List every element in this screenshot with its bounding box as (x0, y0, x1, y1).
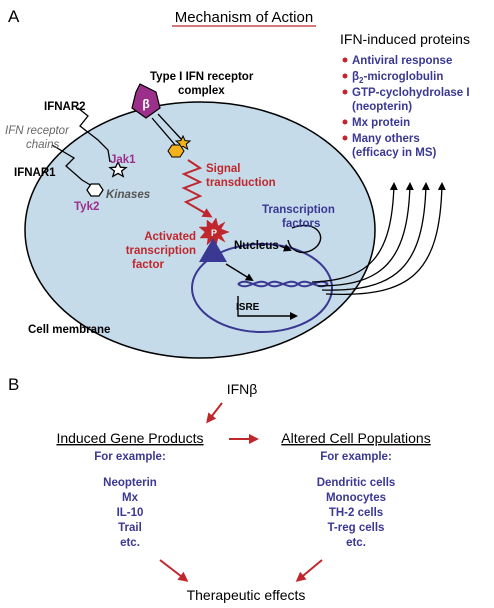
nucleus-label: Nucleus (234, 240, 279, 252)
transcription-factors-arrow (279, 244, 292, 252)
ifnar1-chain (51, 144, 93, 187)
activated-label-line1: Activated (144, 231, 196, 243)
phosphate-glyph: P (211, 228, 217, 238)
receptor-chains-line2: chains (26, 139, 59, 151)
cell-population-item: TH-2 cells (329, 507, 383, 519)
protein-list: Antiviral response β2-microglobulin GTP-… (342, 55, 470, 159)
ifnar2-chain (77, 107, 111, 163)
left-heading: Induced Gene Products (56, 430, 203, 446)
signal-label-line2: transduction (206, 177, 276, 189)
gene-product-item: Mx (122, 492, 139, 504)
protein-item: Antiviral response (352, 55, 452, 67)
transcription-factor-triangle (199, 238, 227, 262)
cell-population-item: Monocytes (326, 492, 386, 504)
protein-bullet (342, 89, 348, 95)
signal-transduction-arrow (181, 159, 213, 218)
proteins-title: IFN-induced proteins (340, 31, 470, 47)
left-to-bottom-arrow (159, 559, 189, 582)
tyk2-hexagon-icon (86, 183, 104, 197)
protein-item-line2: (efficacy in MS) (352, 147, 437, 159)
protein-item-line2: (neopterin) (352, 101, 412, 113)
isre-label: ISRE (236, 302, 260, 313)
panel-b-label: B (8, 375, 19, 394)
mechanism-title: Mechanism of Action (175, 9, 313, 26)
transcription-factors-line2: factors (282, 218, 320, 230)
right-to-bottom-arrow (295, 559, 323, 582)
transcription-factors-line1: Transcription (262, 204, 335, 216)
protein-item: GTP-cyclohydrolase I (352, 87, 470, 99)
top-to-left-arrow (206, 402, 223, 424)
protein-arrow-4 (325, 182, 446, 296)
gene-product-item: IL-10 (117, 507, 144, 519)
ifn-beta-ligand-icon (131, 83, 161, 119)
protein-item: β2-microglobulin (352, 71, 443, 85)
gene-product-item: etc. (120, 537, 140, 549)
tf-to-nucleus-arrow (225, 263, 254, 282)
protein-arrow-1 (311, 182, 398, 283)
right-items-list: Dendritic cells Monocytes TH-2 cells T-r… (317, 477, 396, 549)
activated-label-line2: transcription (126, 245, 196, 257)
dna-strand-2 (237, 280, 329, 288)
cell-body (24, 101, 376, 359)
receptor-kinase-hexagon-icon (167, 144, 185, 158)
gene-product-item: Trail (118, 522, 142, 534)
signal-label-line1: Signal (206, 163, 241, 175)
left-example-label: For example: (94, 451, 166, 463)
tyk2-label: Tyk2 (74, 201, 99, 213)
protein-bullet (342, 73, 348, 79)
right-heading: Altered Cell Populations (281, 430, 430, 446)
beta-glyph: β (142, 97, 149, 111)
receptor-chains-line1: IFN receptor (5, 125, 70, 137)
cell-membrane-label: Cell membrane (28, 324, 110, 336)
gene-product-item: Neopterin (103, 477, 157, 489)
isre-transcription-arrow (237, 296, 298, 320)
jak1-star-icon (108, 160, 128, 178)
receptor-label-line1: Type I IFN receptor (150, 71, 254, 83)
activated-label-line3: factor (132, 259, 164, 271)
protein-item: Many others (352, 133, 420, 145)
cell-population-item: etc. (346, 537, 366, 549)
protein-bullet (342, 119, 348, 125)
protein-arrow-2 (317, 182, 414, 287)
left-items-list: Neopterin Mx IL-10 Trail etc. (103, 477, 157, 549)
protein-bullet (342, 57, 348, 63)
protein-bullet (342, 135, 348, 141)
ifn-beta-top: IFNβ (227, 381, 258, 397)
therapeutic-effects: Therapeutic effects (187, 587, 306, 603)
receptor-stalk-2 (157, 113, 183, 141)
right-example-label: For example: (320, 451, 392, 463)
kinases-label: Kinases (106, 189, 150, 201)
receptor-label-line2: complex (178, 85, 225, 97)
protein-item: Mx protein (352, 117, 410, 129)
cell-population-item: Dendritic cells (317, 477, 396, 489)
transcription-factors-loop (287, 224, 322, 254)
cell-population-item: T-reg cells (328, 522, 385, 534)
receptor-stalk-1 (151, 117, 177, 147)
ifnar2-label: IFNAR2 (44, 101, 86, 113)
panel-a-label: A (8, 7, 20, 26)
protein-arrow-3 (321, 182, 430, 291)
jak1-label: Jak1 (110, 154, 136, 166)
nucleus (191, 243, 333, 333)
ifnar1-label: IFNAR1 (14, 167, 56, 179)
